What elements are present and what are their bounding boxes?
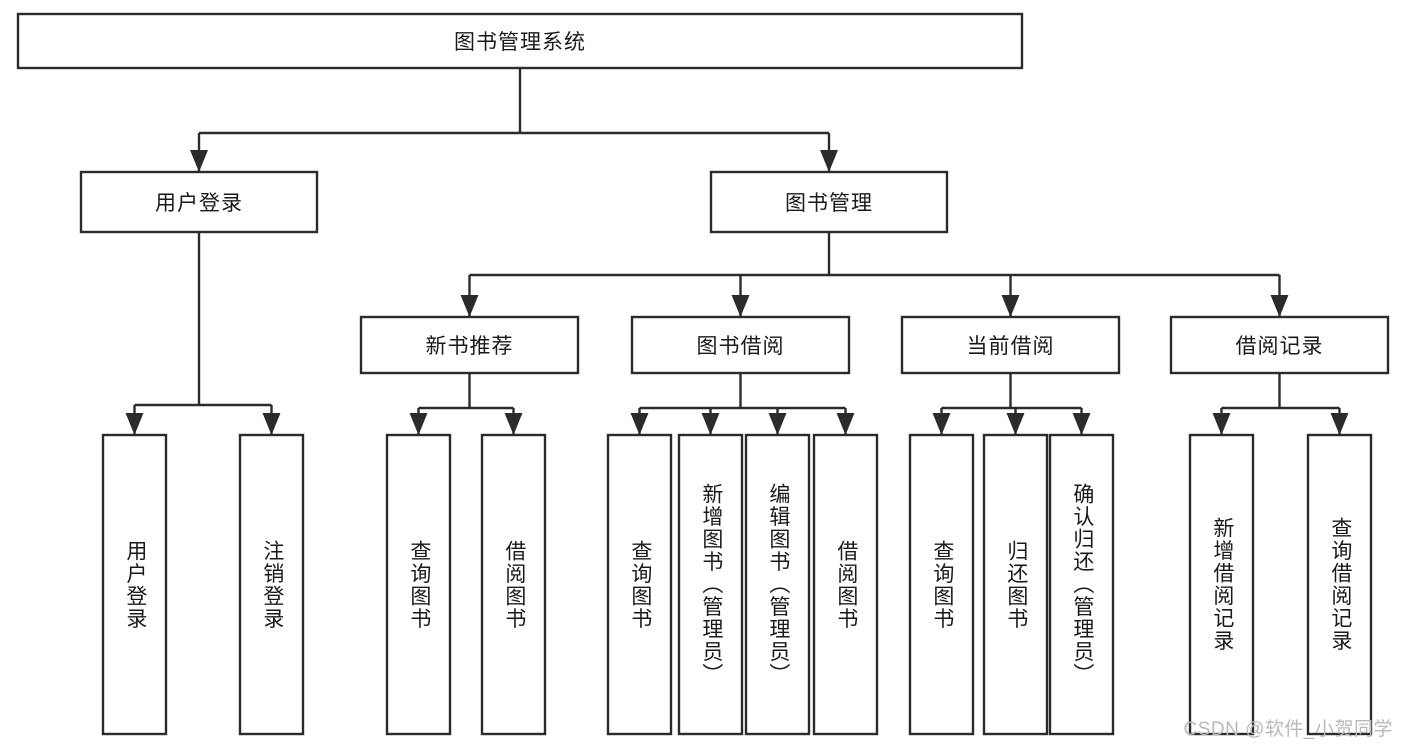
leaf-node-box-9[interactable]	[982, 433, 1049, 736]
arrow-head-icon-level1-1	[820, 150, 838, 172]
arrow-head-icon-leaf-0-0	[125, 413, 144, 435]
leaf-node-box-11[interactable]	[1188, 433, 1255, 736]
arrow-head-icon-leaf-4-0	[1212, 413, 1231, 435]
arrow-head-icon-level2-1	[731, 295, 750, 317]
arrow-head-icon-leaf-4-1	[1330, 413, 1349, 435]
level2-node-box-3[interactable]	[1169, 315, 1390, 375]
arrow-head-icon-leaf-3-2	[1072, 413, 1091, 435]
arrow-head-icon-leaf-1-0	[409, 413, 428, 435]
level2-node-box-1[interactable]	[630, 315, 851, 375]
leaf-node-box-8[interactable]	[908, 433, 975, 736]
arrow-head-icon-leaf-0-1	[262, 413, 281, 435]
arrow-head-icon-leaf-2-3	[836, 413, 855, 435]
arrow-head-icon-leaf-2-1	[701, 413, 720, 435]
arrow-head-icon-level2-3	[1270, 295, 1289, 317]
level1-node-box-1[interactable]	[709, 170, 949, 234]
arrow-head-icon-level2-2	[1001, 295, 1020, 317]
leaf-node-box-1[interactable]	[238, 433, 305, 736]
leaf-node-box-10[interactable]	[1048, 433, 1115, 736]
leaf-node-box-2[interactable]	[385, 433, 452, 736]
arrow-head-icon-leaf-2-0	[630, 413, 649, 435]
leaf-node-box-7[interactable]	[812, 433, 879, 736]
level2-node-box-0[interactable]	[359, 315, 580, 375]
arrow-head-icon-leaf-3-1	[1006, 413, 1025, 435]
arrow-head-icon-leaf-1-1	[504, 413, 523, 435]
level2-node-box-2[interactable]	[900, 315, 1121, 375]
leaf-node-box-4[interactable]	[606, 433, 673, 736]
leaf-node-box-5[interactable]	[677, 433, 744, 736]
connector-layer	[125, 68, 1349, 435]
leaf-node-box-3[interactable]	[480, 433, 547, 736]
root-node-box[interactable]	[16, 12, 1024, 70]
arrow-head-icon-level2-0	[460, 295, 479, 317]
box-layer	[16, 12, 1390, 736]
arrow-head-icon-leaf-3-0	[932, 413, 951, 435]
level1-node-box-0[interactable]	[79, 170, 319, 234]
arrow-head-icon-leaf-2-2	[768, 413, 787, 435]
leaf-node-box-0[interactable]	[101, 433, 168, 736]
leaf-node-box-6[interactable]	[744, 433, 811, 736]
arrow-head-icon-level1-0	[190, 150, 208, 172]
leaf-node-box-12[interactable]	[1306, 433, 1373, 736]
